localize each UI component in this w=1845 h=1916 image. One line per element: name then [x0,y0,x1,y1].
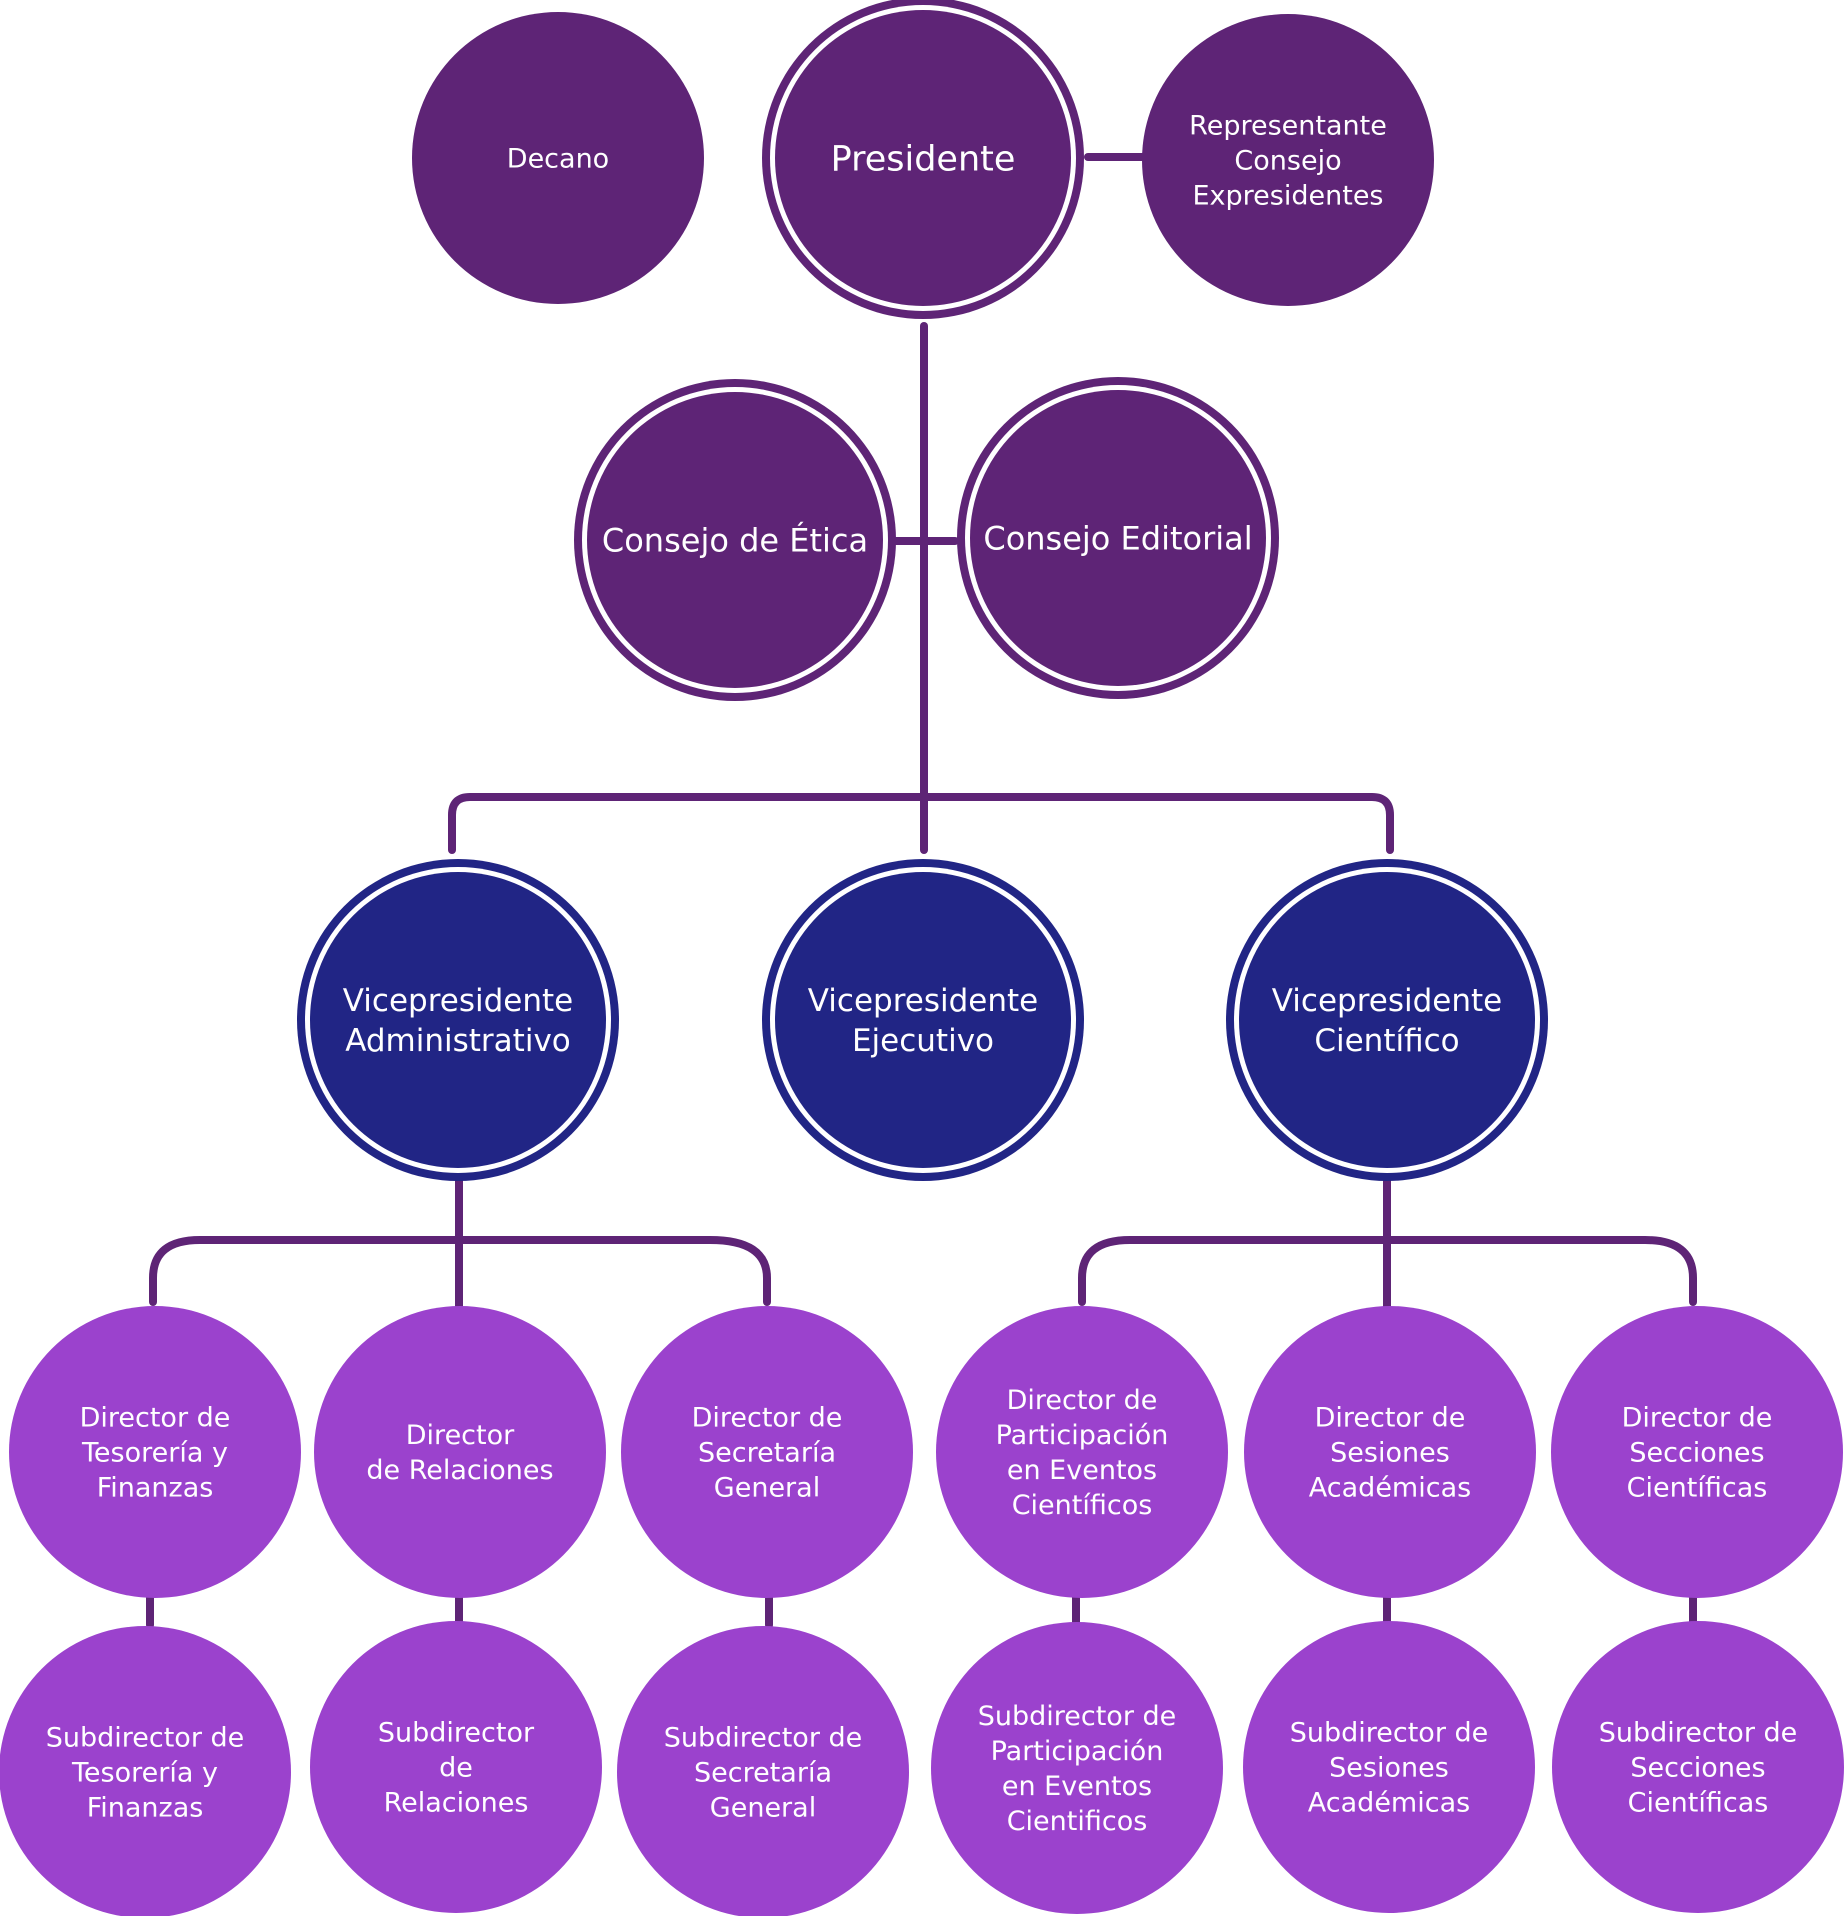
node-dir-tesoreria[interactable]: Director de Tesorería y Finanzas [9,1306,301,1598]
node-label-line: Científicas [1628,1788,1769,1819]
node-label-line: Consejo de Ética [602,522,868,560]
connector-lines [146,153,1697,1629]
node-circle [1552,1621,1844,1913]
node-label-line: Académicas [1308,1788,1470,1819]
node-circle [931,1622,1223,1914]
node-circle [775,872,1071,1168]
node-label-line: Subdirector de [978,1701,1177,1732]
node-circle [314,1306,606,1598]
node-label-line: Participación [991,1736,1164,1767]
node-label-line: Ejecutivo [852,1023,994,1059]
node-label-line: Secretaría [694,1758,832,1789]
node-label-line: Participación [996,1420,1169,1451]
node-circle [310,872,606,1168]
node-label-line: Tesorería y [71,1758,218,1789]
node-circle [310,1621,602,1913]
node-label-line: General [710,1793,816,1824]
node-label-line: Subdirector de [46,1723,245,1754]
node-label-line: Consejo Editorial [983,520,1252,558]
node-label-line: Administrativo [345,1023,571,1059]
node-circle [621,1306,913,1598]
node-label-line: Subdirector de [1290,1718,1489,1749]
node-label-line: de [439,1753,473,1784]
node-circle [9,1306,301,1598]
node-label-line: Director de [1622,1403,1773,1434]
node-circle [775,10,1071,306]
node-sub-participacion[interactable]: Subdirector de Participación en EventosCie… [931,1622,1223,1914]
node-label-line: Tesorería y [81,1438,228,1469]
node-label-line: General [714,1473,820,1504]
node-label-line: Cientificos [1007,1806,1148,1837]
node-circle [412,12,704,304]
node-label-line: Vicepresidente [343,983,573,1019]
node-circle [0,1626,291,1916]
node-label-line: Consejo [1234,146,1341,177]
node-label-line: Representante [1189,111,1387,142]
node-label-line: Científicas [1627,1473,1768,1504]
node-circle [970,390,1266,686]
node-decano[interactable]: Decano [412,12,704,304]
node-label-line: Académicas [1309,1473,1471,1504]
node-label-line: Director de [80,1403,231,1434]
node-dir-participacion[interactable]: Director de Participación en EventosCientí… [936,1306,1228,1598]
node-label-line: Subdirector de [1599,1718,1798,1749]
node-circle [1244,1306,1536,1598]
node-label-line: Expresidentes [1193,181,1384,212]
node-label-line: Decano [507,144,609,175]
node-label-line: Director [406,1420,515,1451]
node-label-line: Presidente [831,140,1016,180]
node-circle [1239,872,1535,1168]
node-label-line: Científicos [1012,1490,1153,1521]
node-label-line: de Relaciones [366,1455,553,1486]
node-label-line: Director de [1315,1403,1466,1434]
node-label-line: Vicepresidente [808,983,1038,1019]
node-label-line: en Eventos [1007,1455,1157,1486]
node-label-line: Finanzas [87,1793,204,1824]
node-circle [1243,1621,1535,1913]
node-circle [617,1626,909,1916]
node-label-line: Sesiones [1330,1438,1450,1469]
node-circle [1142,14,1434,306]
node-presidente[interactable]: Presidente [762,0,1084,319]
node-label-line: Vicepresidente [1272,983,1502,1019]
node-label-line: Finanzas [97,1473,214,1504]
node-label-line: Secciones [1630,1753,1765,1784]
node-label-line: Relaciones [384,1788,529,1819]
node-circle [936,1306,1228,1598]
node-label-line: Sesiones [1329,1753,1449,1784]
node-label-line: Secretaría [698,1438,836,1469]
node-circle [587,392,883,688]
node-sub-tesoreria[interactable]: Subdirector de Tesorería y Finanzas [0,1626,291,1916]
node-label-line: Subdirector de [664,1723,863,1754]
node-label-line: en Eventos [1002,1771,1152,1802]
line-cient-bar [1078,1236,1697,1306]
node-label-line: Secciones [1629,1438,1764,1469]
line-vp-bar [448,793,1394,854]
node-consejo-etica[interactable]: Consejo de Ética [574,379,896,701]
node-circle [1551,1306,1843,1598]
node-dir-relaciones[interactable]: Director de Relaciones [314,1306,606,1598]
node-label-line: Director de [692,1403,843,1434]
node-label-line: Director de [1007,1385,1158,1416]
node-label-line: Científico [1314,1023,1459,1059]
line-admin-bar [149,1236,771,1306]
node-label-line: Subdirector [378,1718,535,1749]
node-consejo-editorial[interactable]: Consejo Editorial [957,377,1279,699]
